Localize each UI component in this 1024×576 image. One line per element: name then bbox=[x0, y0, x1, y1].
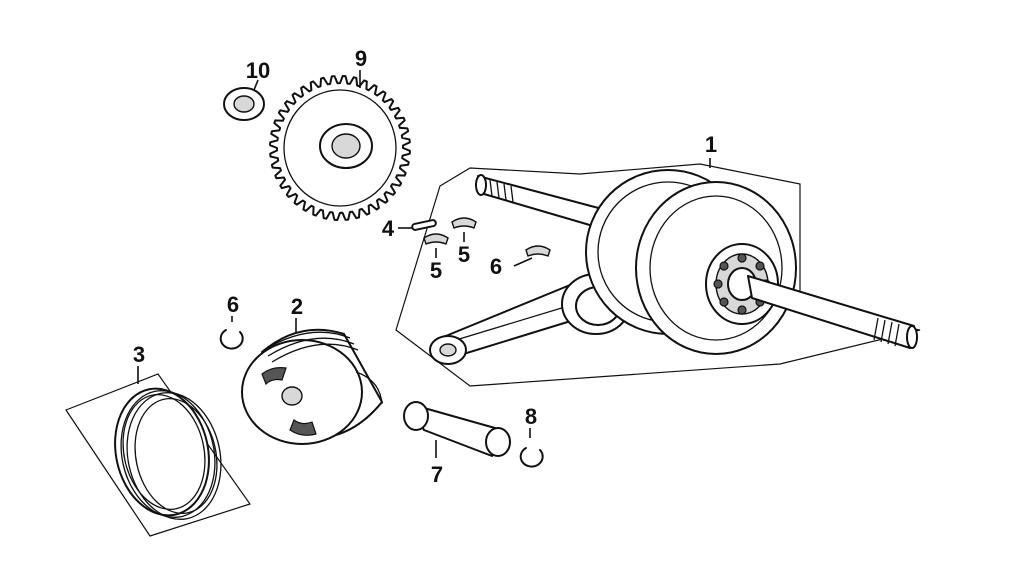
woodruff-key-a: 5 bbox=[423, 233, 449, 283]
callout-9: 10 bbox=[246, 58, 270, 83]
callout-10: 6 bbox=[490, 254, 502, 279]
crankshaft-assembly: 1 bbox=[395, 132, 921, 387]
circlip-lower: 8 bbox=[519, 404, 544, 468]
callout-3: 3 bbox=[133, 342, 145, 367]
callout-2: 2 bbox=[291, 294, 303, 319]
callout-6-upper: 6 bbox=[227, 292, 239, 317]
piston-pin: 7 bbox=[403, 401, 511, 487]
callout-5b: 5 bbox=[458, 242, 470, 267]
crankshaft-right-shaft bbox=[747, 275, 918, 349]
piston: 2 bbox=[241, 294, 383, 445]
callout-1: 1 bbox=[705, 132, 717, 157]
woodruff-key-b: 5 bbox=[451, 217, 477, 267]
washer: 10 bbox=[223, 58, 270, 121]
piston-rings: 3 bbox=[65, 342, 251, 537]
key-pin: 4 bbox=[382, 216, 437, 241]
drive-gear: 9 bbox=[269, 46, 411, 221]
key-10: 6 bbox=[490, 245, 551, 279]
callout-6-lower: 8 bbox=[525, 404, 537, 429]
crankshaft-bearing bbox=[705, 243, 779, 325]
callout-8: 9 bbox=[355, 46, 367, 71]
circlip-upper: 6 bbox=[219, 292, 244, 350]
callout-4: 4 bbox=[382, 216, 395, 241]
callout-7: 7 bbox=[431, 462, 443, 487]
callout-5a: 5 bbox=[430, 258, 442, 283]
